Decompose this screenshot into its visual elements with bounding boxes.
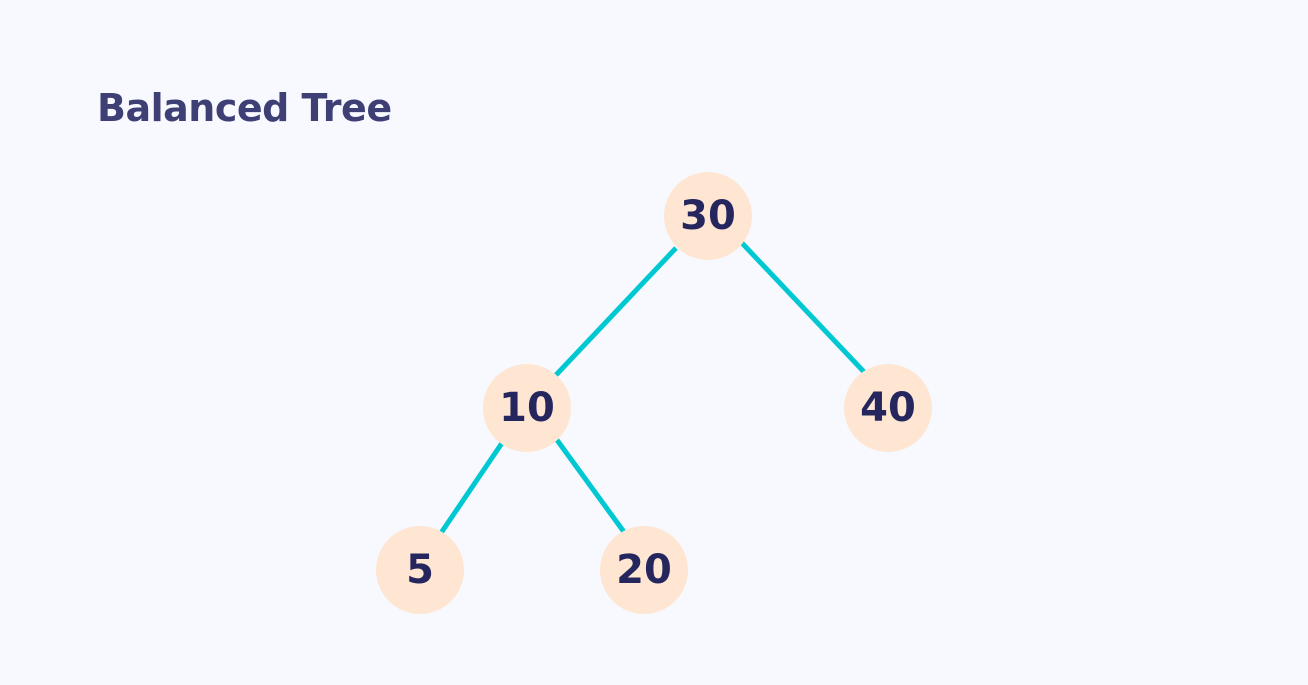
tree-node-10: 10 [483,364,571,452]
node-label: 10 [499,385,555,431]
tree-node-5: 5 [376,526,464,614]
node-circle [376,526,464,614]
node-label: 20 [616,547,672,593]
tree-node-20: 20 [600,526,688,614]
edge-30-40 [739,240,868,376]
node-circle [483,364,571,452]
tree-node-30: 30 [664,172,752,260]
node-circle [844,364,932,452]
node-label: 5 [406,547,434,593]
edge-30-10 [554,246,678,377]
edge-10-5 [438,441,505,535]
edge-10-20 [554,438,627,534]
node-circle [600,526,688,614]
node-label: 30 [680,193,736,239]
node-circle [664,172,752,260]
diagram-title: Balanced Tree [97,86,392,130]
node-label: 40 [860,385,916,431]
tree-node-40: 40 [844,364,932,452]
